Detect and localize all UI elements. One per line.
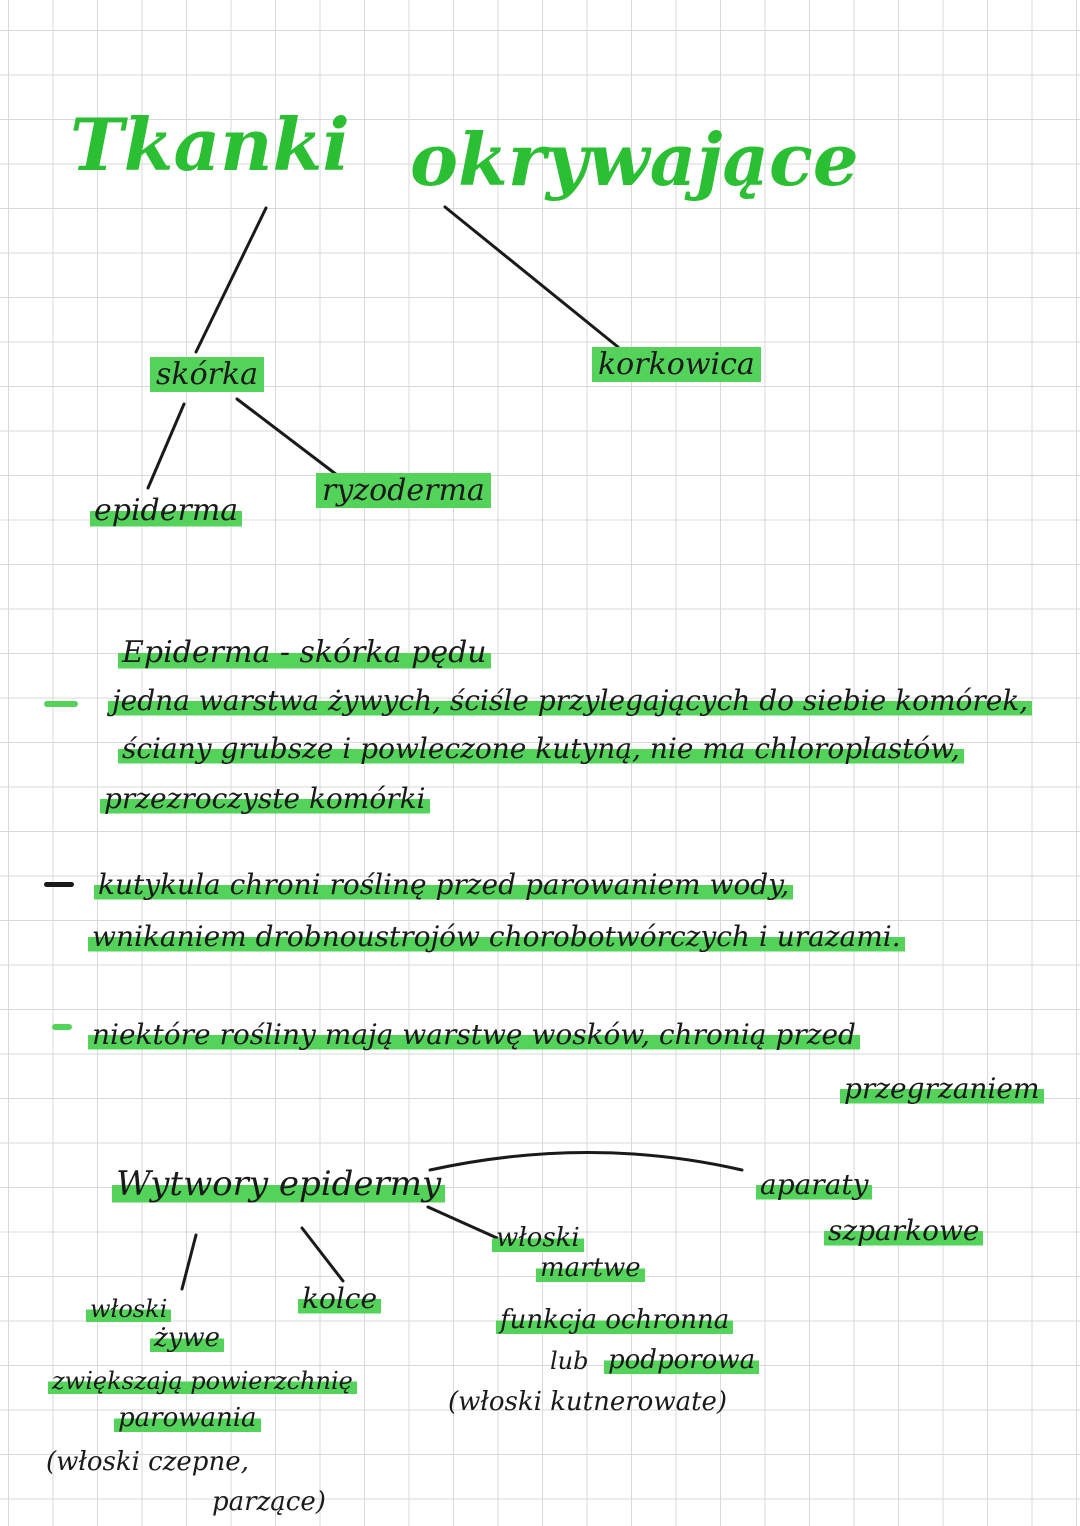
node-epiderma: epiderma xyxy=(90,493,243,528)
node-korkowica: korkowica xyxy=(592,347,761,382)
aparaty-line1: aparaty xyxy=(756,1168,873,1201)
zywe-line4: parowania xyxy=(114,1403,261,1433)
title-word-tkanki: Tkanki xyxy=(70,102,350,187)
bullet1-line2: ściany grubsze i powleczone kutyną, nie … xyxy=(118,732,964,765)
bullet-dash-3 xyxy=(52,1024,72,1030)
zywe-line1-text: włoski xyxy=(86,1295,172,1323)
bullet3-line2: przegrzaniem xyxy=(840,1072,1044,1105)
bullet-dash-1 xyxy=(44,701,78,707)
bullet1-line2-text: ściany grubsze i powleczone kutyną, nie … xyxy=(118,732,964,765)
bullet1-line3-text: przezroczyste komórki xyxy=(100,782,430,815)
zywe-line4-text: parowania xyxy=(114,1403,261,1433)
bullet1-line1: jedna warstwa żywych, ściśle przylegając… xyxy=(108,684,1033,717)
zywe-line6: parzące) xyxy=(212,1487,326,1517)
bullet2-line1-text: kutykula chroni roślinę przed parowaniem… xyxy=(94,868,794,901)
martwe-line2-text: martwe xyxy=(536,1253,645,1283)
bullet2-line2: wnikaniem drobnoustrojów chorobotwórczyc… xyxy=(88,920,905,953)
epiderma-heading: Epiderma - skórka pędu xyxy=(118,635,491,670)
wytwory-heading-label: Wytwory epidermy xyxy=(112,1164,446,1204)
zywe-line3: zwiększają powierzchnię xyxy=(48,1367,357,1395)
node-ryzoderma-label: ryzoderma xyxy=(316,473,491,508)
node-epiderma-label: epiderma xyxy=(90,493,243,528)
zywe-line2-text: żywe xyxy=(150,1323,225,1353)
zywe-line2: żywe xyxy=(150,1323,225,1353)
martwe-line1: włoski xyxy=(492,1223,584,1253)
node-skorka-label: skórka xyxy=(150,357,265,392)
bullet2-line1: kutykula chroni roślinę przed parowaniem… xyxy=(94,868,794,901)
martwe-line5: (włoski kutnerowate) xyxy=(448,1387,728,1417)
line-title-skorka xyxy=(194,206,268,354)
line-wytwory-aparaty xyxy=(428,1151,744,1172)
martwe-line3: funkcja ochronna xyxy=(496,1305,734,1335)
aparaty-line2: szparkowe xyxy=(824,1214,984,1247)
kolce-text: kolce xyxy=(298,1282,382,1315)
line-skorka-epiderma xyxy=(146,402,186,490)
line-wytwory-zywe xyxy=(180,1233,198,1291)
line-skorka-ryzoderma xyxy=(235,397,339,477)
kolce-label: kolce xyxy=(298,1282,382,1315)
martwe-line2: martwe xyxy=(536,1253,645,1283)
node-korkowica-label: korkowica xyxy=(592,347,761,382)
title-word-okrywajace: okrywające xyxy=(410,117,859,202)
wytwory-heading: Wytwory epidermy xyxy=(112,1164,446,1204)
martwe-line1-text: włoski xyxy=(492,1223,584,1253)
martwe-line3-text: funkcja ochronna xyxy=(496,1305,734,1335)
bullet3-line2-text: przegrzaniem xyxy=(840,1072,1044,1105)
bullet2-line2-text: wnikaniem drobnoustrojów chorobotwórczyc… xyxy=(88,920,905,953)
zywe-line3-text: zwiększają powierzchnię xyxy=(48,1367,357,1395)
martwe-line4: podporowa xyxy=(604,1345,760,1375)
line-wytwory-kolce xyxy=(300,1226,345,1283)
bullet1-line1-text: jedna warstwa żywych, ściśle przylegając… xyxy=(108,684,1033,717)
line-wytwory-martwe xyxy=(426,1205,499,1240)
epiderma-heading-label: Epiderma - skórka pędu xyxy=(118,635,491,670)
aparaty-line2-text: szparkowe xyxy=(824,1214,984,1247)
bullet1-line3: przezroczyste komórki xyxy=(100,782,430,815)
node-ryzoderma: ryzoderma xyxy=(316,473,491,508)
bullet3-line1: niektóre rośliny mają warstwę wosków, ch… xyxy=(88,1018,860,1051)
line-title-korkowica xyxy=(443,205,620,349)
martwe-line4-prefix: lub xyxy=(550,1347,589,1375)
bullet3-line1-text: niektóre rośliny mają warstwę wosków, ch… xyxy=(88,1018,860,1051)
zywe-line5: (włoski czepne, xyxy=(46,1447,249,1477)
martwe-line4-text: podporowa xyxy=(604,1345,760,1375)
aparaty-line1-text: aparaty xyxy=(756,1168,873,1201)
bullet-dash-2 xyxy=(44,882,74,887)
zywe-line1: włoski xyxy=(86,1295,172,1323)
node-skorka: skórka xyxy=(150,357,265,392)
